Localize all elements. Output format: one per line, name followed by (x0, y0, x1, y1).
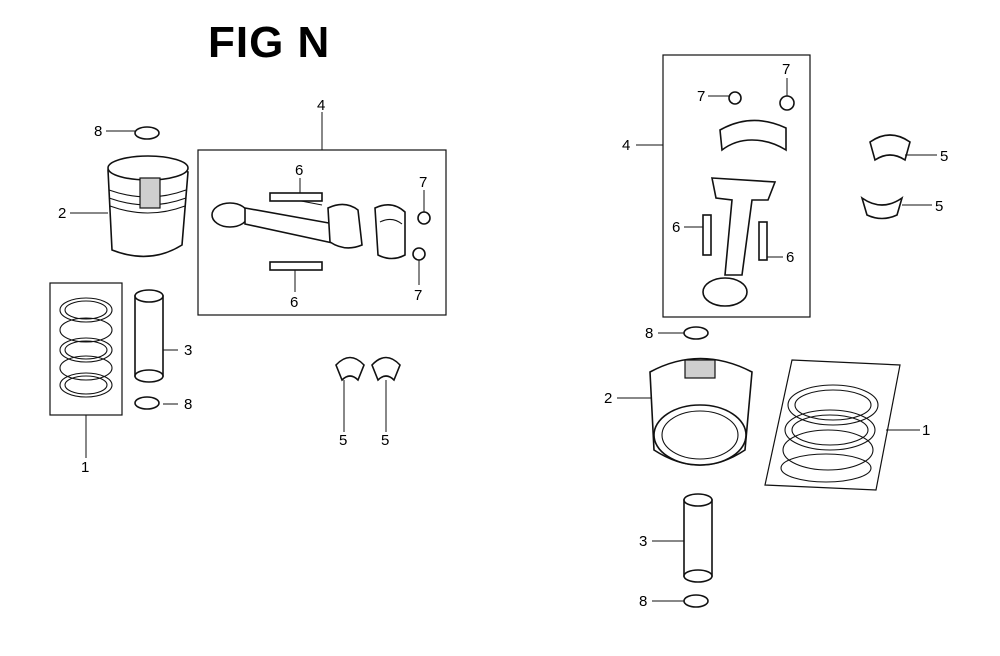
piston-pin-right (683, 493, 713, 583)
circlip-right-bottom (683, 594, 709, 608)
callout-4-right: 4 (622, 137, 630, 154)
callout-7-left-top: 7 (419, 174, 427, 191)
bearing-shell-left-a (335, 356, 365, 382)
callout-6-left-top: 6 (295, 162, 303, 179)
callout-6-right-a: 6 (672, 219, 680, 236)
callout-6-left-bottom: 6 (290, 294, 298, 311)
callout-7-left-bottom: 7 (414, 287, 422, 304)
callout-5-right-b: 5 (935, 198, 943, 215)
piston-left (107, 155, 189, 258)
circlip-right-top (683, 326, 709, 340)
callout-5-left-b: 5 (381, 432, 389, 449)
callout-3-left: 3 (184, 342, 192, 359)
circlip-left-top (134, 126, 160, 140)
callout-5-right-a: 5 (940, 148, 948, 165)
callout-8-right-bottom: 8 (639, 593, 647, 610)
connecting-rod-assembly-right (662, 54, 811, 318)
bearing-shell-right-a (869, 134, 911, 162)
callout-8-left-bottom: 8 (184, 396, 192, 413)
callout-2-left: 2 (58, 205, 66, 222)
piston-ring-set-left (49, 282, 123, 416)
callout-5-left-a: 5 (339, 432, 347, 449)
callout-2-right: 2 (604, 390, 612, 407)
callout-3-right: 3 (639, 533, 647, 550)
callout-7-right-b: 7 (782, 61, 790, 78)
connecting-rod-assembly-left (197, 149, 447, 316)
circlip-left-bottom (134, 396, 160, 410)
callout-4-left: 4 (317, 97, 325, 114)
piston-ring-set-right (764, 359, 901, 491)
bearing-shell-right-b (860, 196, 904, 220)
piston-right (649, 357, 753, 466)
leader-lines (70, 78, 937, 602)
piston-pin-left (134, 289, 164, 383)
callout-6-right-b: 6 (786, 249, 794, 266)
figure-title: FIG N (208, 18, 331, 67)
callout-7-right-a: 7 (697, 88, 705, 105)
callout-8-left-top: 8 (94, 123, 102, 140)
callout-8-right-top: 8 (645, 325, 653, 342)
callout-1-left: 1 (81, 459, 89, 476)
callout-1-right: 1 (922, 422, 930, 439)
bearing-shell-left-b (371, 356, 401, 382)
